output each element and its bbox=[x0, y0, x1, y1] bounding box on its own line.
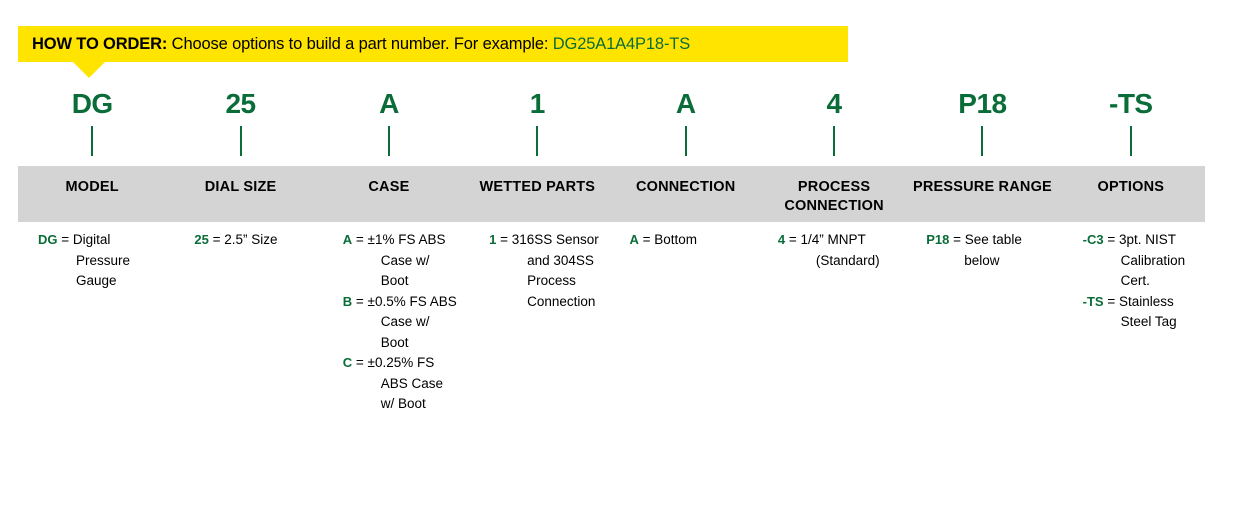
option-equals-sign: = bbox=[1103, 232, 1119, 247]
option-equals-sign: = bbox=[352, 232, 368, 247]
part-segment-2: A bbox=[315, 88, 463, 156]
part-segment-5: 4 bbox=[760, 88, 908, 156]
option-description: 2.5” Size bbox=[224, 232, 278, 247]
option-equals-sign: = bbox=[949, 232, 965, 247]
option-equals-sign: = bbox=[352, 355, 368, 370]
option-code: P18 bbox=[926, 232, 950, 247]
option-description: Digital Pressure Gauge bbox=[72, 232, 131, 288]
part-segment-code: P18 bbox=[958, 88, 1007, 119]
option-item: C = ±0.25% FS ABS Case w/ Boot bbox=[343, 353, 457, 415]
option-description: 1/4” MNPT (Standard) bbox=[800, 232, 880, 268]
part-segment-code: -TS bbox=[1109, 88, 1153, 119]
connector-tick-icon bbox=[981, 126, 984, 156]
option-column-3: 1 = 316SS Sensor and 304SS Process Conne… bbox=[463, 230, 611, 312]
column-header-4: CONNECTION bbox=[635, 179, 736, 195]
column-header-6: PRESSURE RANGE bbox=[912, 179, 1052, 195]
part-segment-code: DG bbox=[71, 88, 114, 119]
banner-pointer-triangle bbox=[73, 62, 105, 78]
option-column-4: A = Bottom bbox=[612, 230, 760, 251]
part-segment-code: 1 bbox=[529, 88, 546, 119]
option-description: See table below bbox=[964, 232, 1022, 268]
option-item: P18 = See table below bbox=[926, 230, 1050, 271]
option-column-6: P18 = See table below bbox=[908, 230, 1056, 271]
option-item: -TS = Stainless Steel Tag bbox=[1083, 292, 1199, 333]
column-header-2: CASE bbox=[368, 179, 410, 195]
option-equals-sign: = bbox=[57, 232, 73, 247]
option-description: 316SS Sensor and 304SS Process Connectio… bbox=[511, 232, 599, 309]
option-columns: DG = Digital Pressure Gauge 25 = 2.5” Siz… bbox=[18, 230, 1205, 415]
part-segment-7: -TS bbox=[1057, 88, 1205, 156]
option-code: C bbox=[342, 355, 353, 370]
connector-tick-icon bbox=[833, 126, 836, 156]
column-header-band: MODEL DIAL SIZE CASE WETTED PARTS CONNECTION… bbox=[18, 166, 1205, 222]
column-header-5: PROCESS CONNECTION bbox=[784, 179, 884, 214]
connector-tick-icon bbox=[91, 126, 94, 156]
option-column-5: 4 = 1/4” MNPT (Standard) bbox=[760, 230, 908, 271]
option-item: DG = Digital Pressure Gauge bbox=[38, 230, 160, 292]
option-description: Stainless Steel Tag bbox=[1118, 293, 1177, 330]
part-segment-6: P18 bbox=[908, 88, 1056, 156]
part-segment-4: A bbox=[612, 88, 760, 156]
banner-label: HOW TO ORDER: bbox=[32, 35, 168, 53]
part-segment-code: 25 bbox=[225, 88, 256, 119]
column-header-7: OPTIONS bbox=[1097, 179, 1165, 195]
connector-tick-icon bbox=[239, 126, 242, 156]
banner-instruction: Choose options to build a part number. F… bbox=[167, 35, 553, 53]
option-code: 4 bbox=[777, 232, 786, 247]
option-description: ±0.25% FS ABS Case w/ Boot bbox=[367, 355, 444, 411]
part-number-row: DG 25 A 1 A 4 P18 -TS bbox=[18, 88, 1205, 156]
option-code: 1 bbox=[489, 232, 497, 247]
banner-text: HOW TO ORDER: Choose options to build a … bbox=[18, 26, 848, 62]
option-item: A = Bottom bbox=[630, 230, 754, 251]
option-equals-sign: = bbox=[496, 232, 512, 247]
column-header-0: MODEL bbox=[65, 179, 119, 195]
option-code: -TS bbox=[1082, 293, 1104, 309]
option-code: -C3 bbox=[1082, 232, 1104, 247]
connector-tick-icon bbox=[684, 126, 687, 156]
option-equals-sign: = bbox=[208, 232, 225, 247]
part-segment-1: 25 bbox=[166, 88, 314, 156]
option-item: B = ±0.5% FS ABS Case w/ Boot bbox=[343, 292, 457, 354]
option-description: ±1% FS ABS Case w/ Boot bbox=[367, 232, 446, 288]
option-code: DG bbox=[38, 232, 58, 247]
banner-example-part-number: DG25A1A4P18-TS bbox=[552, 35, 691, 53]
connector-tick-icon bbox=[1129, 126, 1132, 156]
part-segment-0: DG bbox=[18, 88, 166, 156]
column-header-3: WETTED PARTS bbox=[479, 179, 596, 195]
option-item: 1 = 316SS Sensor and 304SS Process Conne… bbox=[489, 230, 605, 312]
option-column-1: 25 = 2.5” Size bbox=[166, 230, 314, 251]
part-segment-code: 4 bbox=[826, 88, 843, 119]
option-item: A = ±1% FS ABS Case w/ Boot bbox=[343, 230, 457, 292]
option-item: 4 = 1/4” MNPT (Standard) bbox=[778, 230, 902, 271]
part-segment-3: 1 bbox=[463, 88, 611, 156]
option-description: 3pt. NIST Calibration Cert. bbox=[1118, 232, 1186, 288]
option-equals-sign: = bbox=[352, 293, 368, 309]
option-code: A bbox=[342, 232, 353, 247]
connector-tick-icon bbox=[387, 126, 390, 156]
option-equals-sign: = bbox=[785, 232, 801, 247]
option-description: Bottom bbox=[654, 232, 698, 247]
option-column-0: DG = Digital Pressure Gauge bbox=[18, 230, 166, 292]
option-item: 25 = 2.5” Size bbox=[194, 230, 308, 251]
option-description: ±0.5% FS ABS Case w/ Boot bbox=[367, 293, 457, 350]
option-code: A bbox=[629, 232, 639, 247]
column-header-1: DIAL SIZE bbox=[204, 179, 277, 195]
connector-tick-icon bbox=[536, 126, 539, 156]
part-segment-code: A bbox=[379, 88, 399, 119]
how-to-order-banner: HOW TO ORDER: Choose options to build a … bbox=[18, 26, 848, 78]
part-segment-code: A bbox=[675, 88, 696, 119]
option-item: -C3 = 3pt. NIST Calibration Cert. bbox=[1083, 230, 1199, 292]
option-code: 25 bbox=[194, 232, 209, 247]
option-equals-sign: = bbox=[638, 232, 655, 247]
option-code: B bbox=[342, 293, 353, 309]
option-equals-sign: = bbox=[1103, 293, 1119, 309]
option-column-7: -C3 = 3pt. NIST Calibration Cert.-TS = S… bbox=[1057, 230, 1205, 333]
